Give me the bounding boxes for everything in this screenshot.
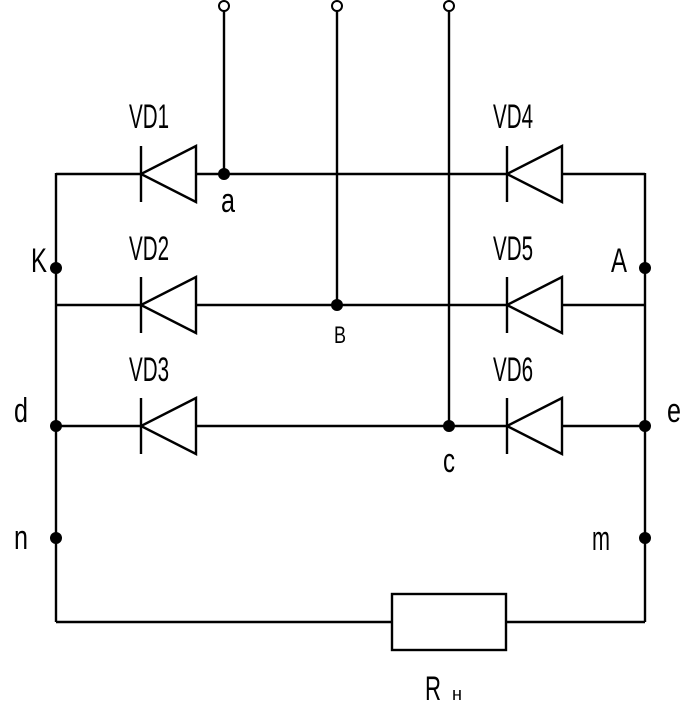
- label-vd3: VD3: [129, 351, 169, 389]
- label-vd6: VD6: [493, 351, 533, 389]
- diode-vd6: [504, 396, 564, 456]
- label-resistor: R: [425, 670, 441, 708]
- label-vd1: VD1: [129, 98, 169, 136]
- label-node-m: m: [592, 520, 610, 558]
- junction-m: [639, 532, 651, 544]
- terminal-b: [331, 0, 343, 12]
- junction-d: [50, 420, 62, 432]
- junction-b: [331, 299, 343, 311]
- label-node-d: d: [14, 392, 28, 430]
- label-node-anode: A: [611, 242, 627, 280]
- junction-e: [639, 420, 651, 432]
- terminal-c: [443, 0, 455, 12]
- junction-k: [50, 262, 62, 274]
- label-node-c: c: [443, 442, 455, 480]
- diode-vd2: [138, 275, 198, 335]
- label-resistor-subscript: н: [452, 684, 462, 704]
- label-vd2: VD2: [129, 230, 169, 268]
- junction-c: [443, 420, 455, 432]
- label-vd4: VD4: [493, 98, 533, 136]
- diode-vd3: [138, 396, 198, 456]
- label-node-k: K: [31, 242, 47, 280]
- diode-vd1: [138, 144, 198, 204]
- junction-n: [50, 532, 62, 544]
- label-node-n: n: [14, 519, 28, 557]
- label-node-e: e: [667, 392, 681, 430]
- junction-anode: [639, 262, 651, 274]
- load-resistor: [390, 592, 508, 652]
- terminal-a: [218, 0, 230, 12]
- diode-vd5: [504, 275, 564, 335]
- label-vd5: VD5: [493, 230, 533, 268]
- diode-vd4: [504, 144, 564, 204]
- junction-a: [218, 168, 230, 180]
- label-node-b: B: [334, 322, 346, 349]
- label-node-a: a: [221, 182, 235, 220]
